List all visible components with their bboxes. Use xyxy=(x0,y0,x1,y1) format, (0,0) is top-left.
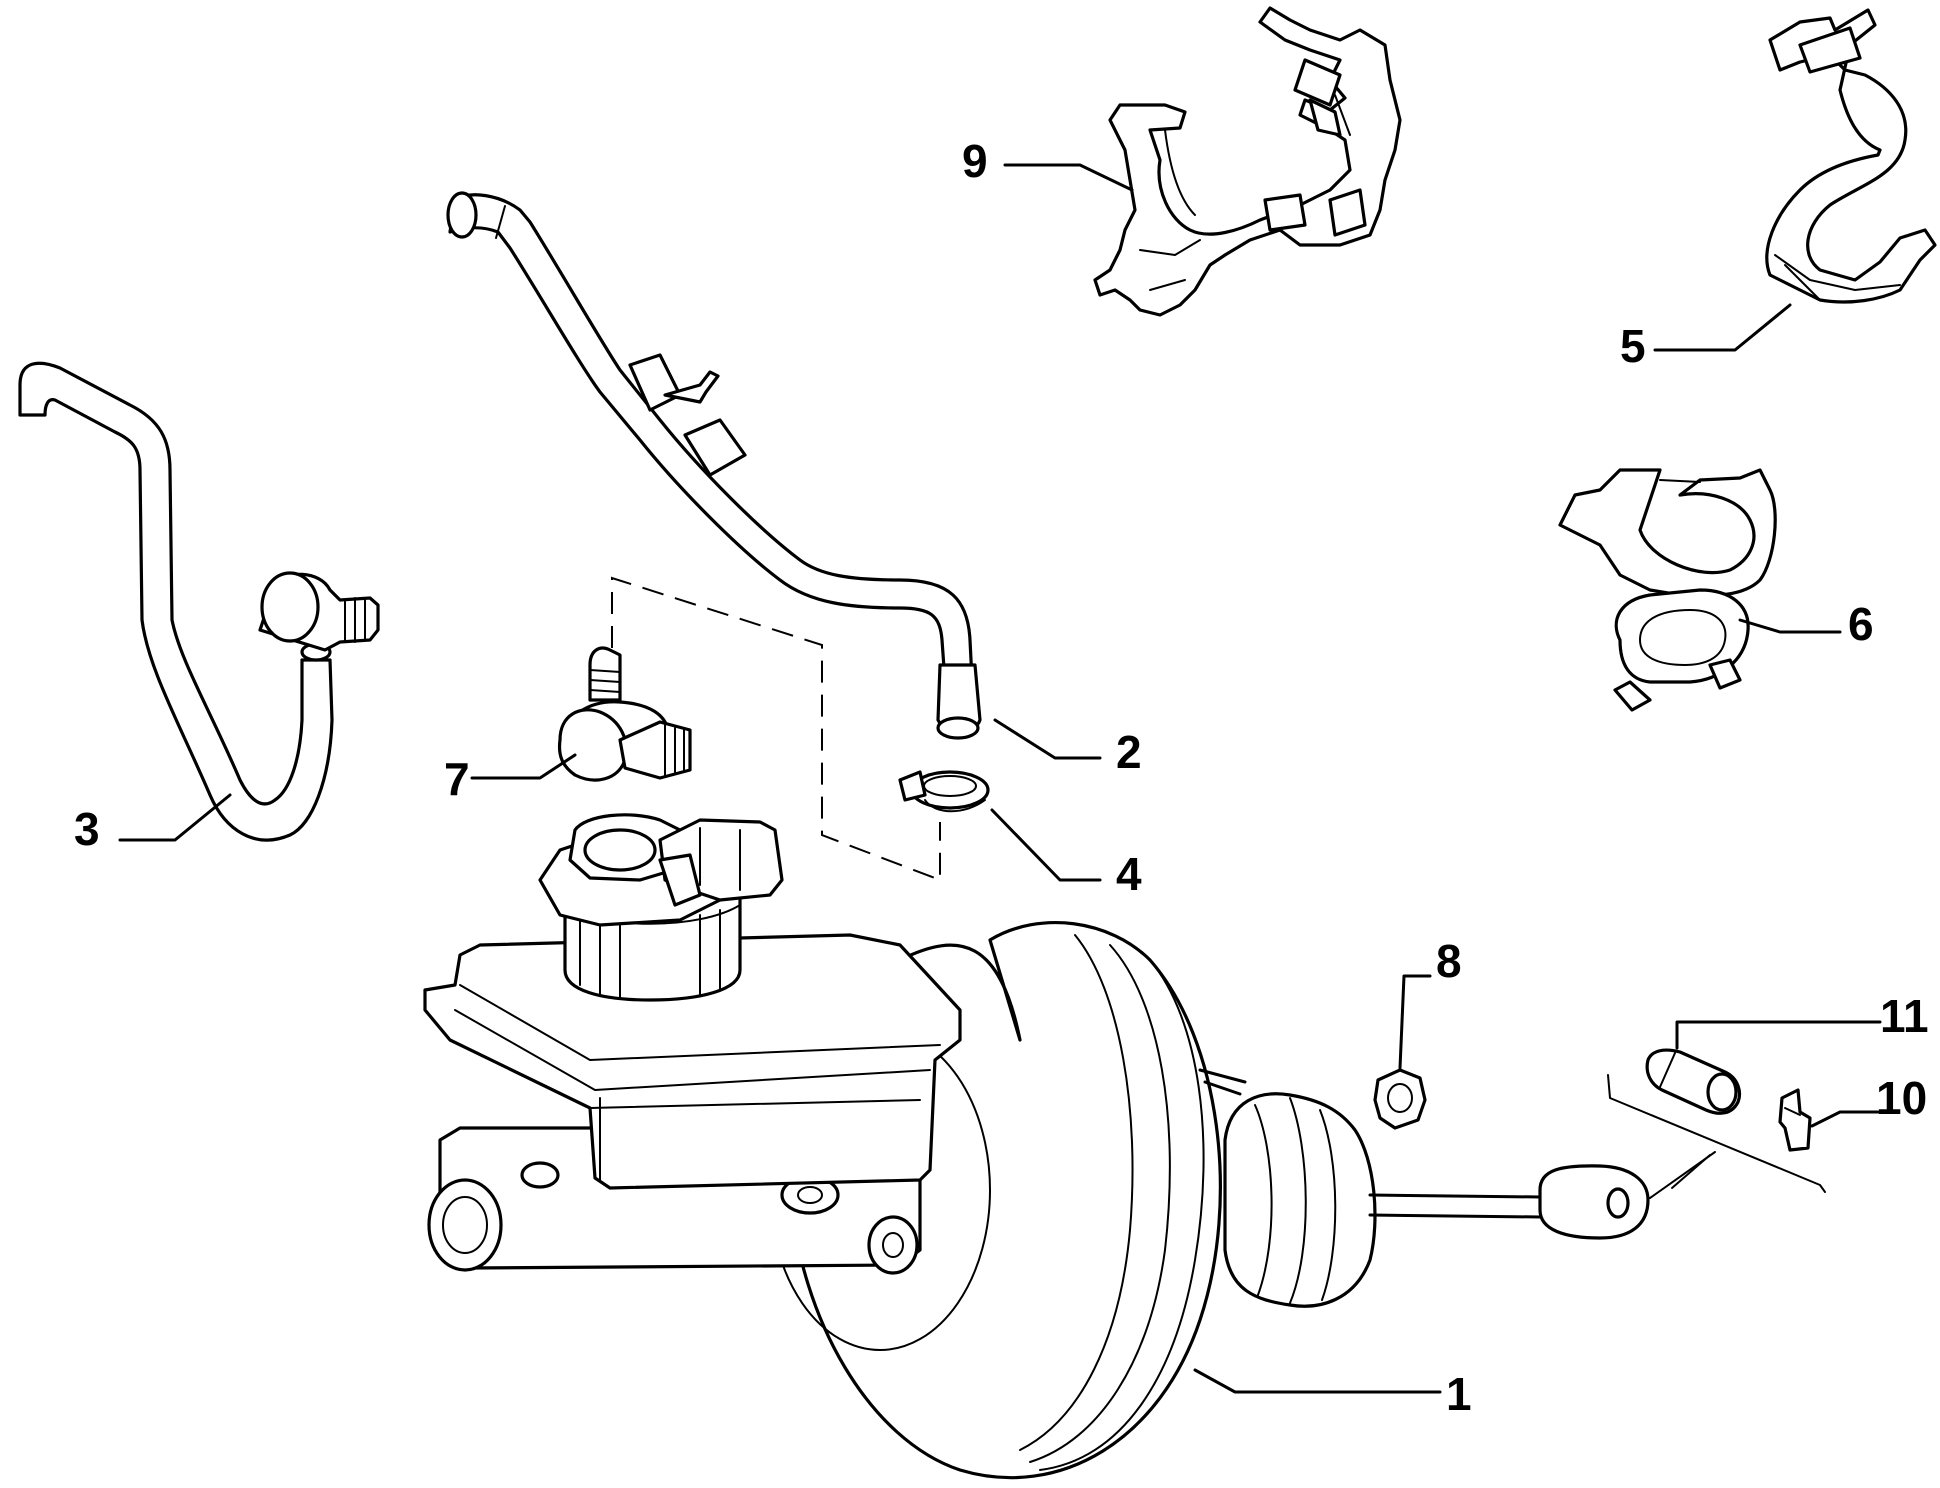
double-clip-6 xyxy=(1558,468,1777,712)
leader-lines xyxy=(118,163,1887,1394)
callout-11: 11 xyxy=(1880,990,1929,1042)
nut-8 xyxy=(1373,1068,1427,1130)
hose-clamp xyxy=(898,770,990,813)
vacuum-hose xyxy=(446,191,982,740)
clip-5 xyxy=(1765,8,1937,304)
callout-9: 9 xyxy=(962,135,988,187)
pin-location-line xyxy=(1671,1154,1711,1189)
callout-4: 4 xyxy=(1116,848,1142,900)
clip-10 xyxy=(1778,1088,1812,1152)
callout-labels: 1 2 3 4 5 6 7 8 9 10 11 xyxy=(74,135,1929,1420)
bent-hose xyxy=(18,361,380,842)
callout-7: 7 xyxy=(444,753,470,805)
callout-10: 10 xyxy=(1876,1072,1927,1124)
pin-11 xyxy=(1645,1048,1742,1115)
check-valve-7 xyxy=(557,646,692,782)
bracket-9 xyxy=(1093,6,1402,317)
callout-3: 3 xyxy=(74,803,100,855)
callout-2: 2 xyxy=(1116,726,1142,778)
pin-location-line xyxy=(1607,1074,1826,1193)
callout-1: 1 xyxy=(1446,1368,1472,1420)
dashed-relation-line xyxy=(611,576,941,882)
callout-8: 8 xyxy=(1436,935,1462,987)
brake-servo-assembly xyxy=(423,813,1650,1480)
callout-5: 5 xyxy=(1620,320,1646,372)
callout-6: 6 xyxy=(1848,598,1874,650)
